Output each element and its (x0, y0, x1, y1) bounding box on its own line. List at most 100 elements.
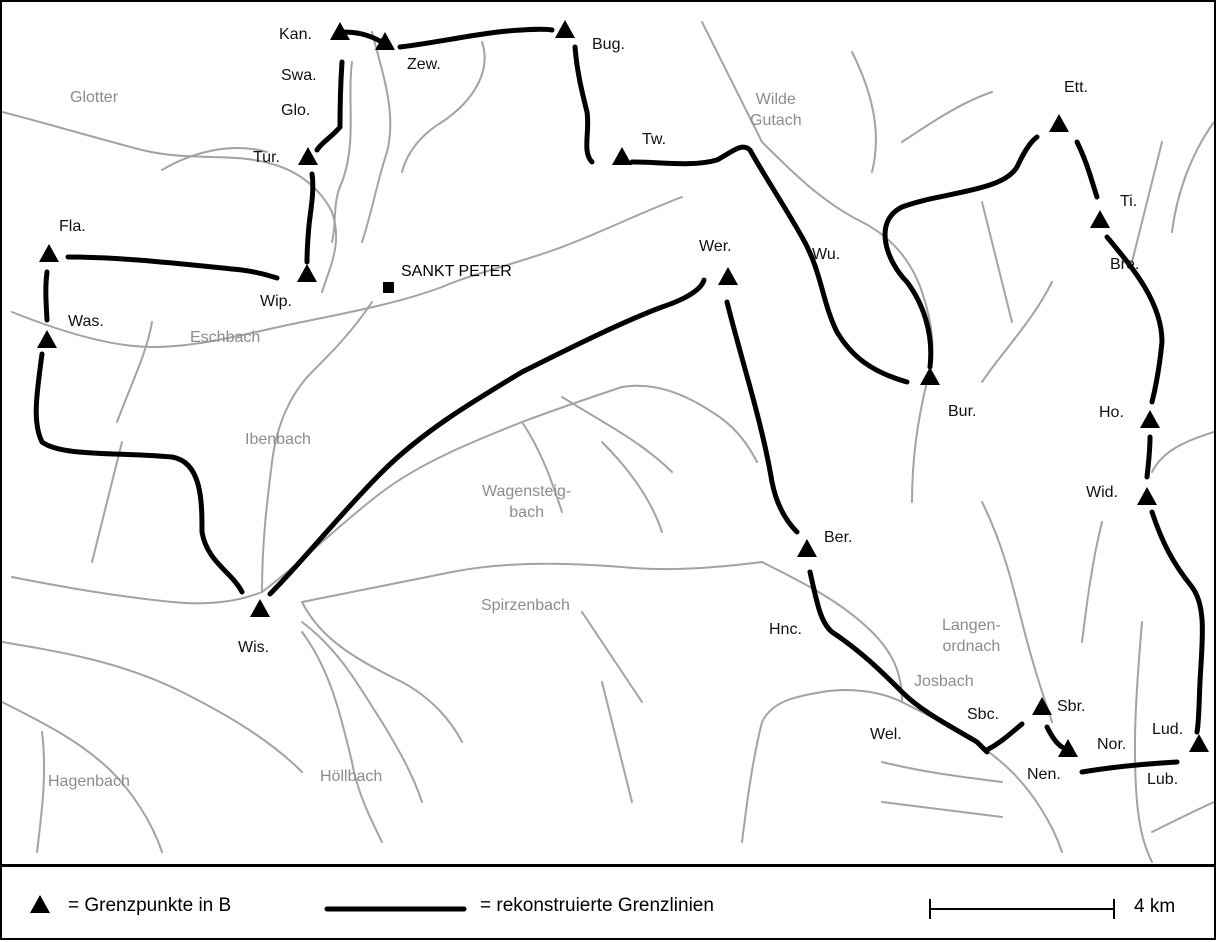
point-label-wel: Wel. (870, 726, 902, 743)
river-line (581, 611, 643, 703)
triangle-marker-wis (250, 599, 270, 617)
river-line (11, 246, 563, 348)
triangle-marker-bug (555, 20, 575, 38)
point-label-wer: Wer. (699, 238, 732, 255)
river-line (911, 381, 928, 503)
point-label-lub: Lub. (1147, 771, 1179, 788)
river-line (1171, 121, 1214, 233)
river-label-glotter: Glotter (70, 89, 119, 106)
boundary-line (304, 214, 313, 265)
river-line (261, 301, 373, 593)
river-label-hagenbach: Hagenbach (48, 773, 130, 790)
river-line (601, 441, 663, 533)
triangle-marker-wer (718, 267, 738, 285)
point-label-sbr: Sbr. (1057, 698, 1086, 715)
river-label-ibenbach: Ibenbach (245, 431, 311, 448)
triangle-marker-tw (612, 147, 632, 165)
boundary-line (1144, 434, 1153, 480)
boundary-line (267, 277, 707, 597)
river-line (901, 91, 993, 143)
boundary-line (1074, 139, 1100, 200)
river-line (161, 147, 268, 171)
river-label-josbach: Josbach (914, 673, 974, 690)
triangle-marker-ho (1140, 410, 1160, 428)
scale-text: 4 km (1134, 896, 1176, 917)
town-marker-square (383, 282, 394, 293)
legend-graphics (30, 895, 1115, 919)
river-line (561, 196, 683, 248)
river-line (741, 721, 763, 843)
triangle-marker-ett (1049, 114, 1069, 132)
point-label-kan: Kan. (279, 26, 312, 43)
river-line (701, 21, 763, 143)
boundary-line (1149, 509, 1205, 735)
river-line (301, 601, 463, 743)
legend: = Grenzpunkte in B = rekonstruierte Gren… (2, 864, 1216, 942)
river-line (981, 281, 1053, 383)
point-label-bre: Bre. (1110, 256, 1140, 273)
triangle-marker-was (37, 330, 57, 348)
triangle-marker-zew (375, 32, 395, 50)
point-label-ett: Ett. (1064, 79, 1089, 96)
point-label-was: Was. (68, 313, 104, 330)
boundary-line (339, 29, 385, 45)
point-label-wis: Wis. (238, 639, 270, 656)
river-line (261, 386, 623, 593)
legend-triangle-icon (30, 895, 50, 913)
river-line (981, 201, 1013, 323)
river-line (116, 321, 153, 423)
river-line (881, 761, 1003, 783)
point-label-nor: Nor. (1097, 736, 1127, 753)
river-line (2, 111, 333, 213)
river-line (761, 689, 903, 723)
point-label-wid: Wid. (1086, 484, 1118, 501)
river-line (1151, 801, 1214, 833)
triangle-marker-wid (1137, 487, 1157, 505)
river-line (761, 561, 903, 703)
boundary-line (397, 26, 555, 50)
point-label-glo: Glo. (281, 102, 311, 119)
river-line (521, 421, 563, 513)
boundary-line (65, 254, 280, 281)
triangle-marker-fla (39, 244, 59, 262)
boundary-line (314, 124, 343, 153)
river-line (761, 141, 923, 293)
river-line (361, 31, 392, 243)
boundary-lines (33, 26, 1205, 775)
boundary-line (307, 171, 316, 220)
point-label-ti: Ti. (1120, 193, 1138, 210)
boundary-line (1079, 759, 1180, 775)
river-line (881, 801, 1003, 818)
boundary-line (984, 721, 1025, 753)
boundary-line (33, 351, 245, 595)
river-line (601, 681, 633, 803)
river-line (401, 41, 486, 173)
river-line (621, 384, 758, 463)
river-line (301, 621, 423, 803)
river-line (1081, 521, 1103, 643)
river-line (2, 701, 163, 853)
triangle-marker-wip (297, 264, 317, 282)
legend-lines-text: = rekonstruierte Grenzlinien (480, 895, 714, 916)
river-line (851, 51, 877, 173)
triangle-marker-ber (797, 539, 817, 557)
point-label-hnc: Hnc. (769, 621, 802, 638)
boundary-line (337, 59, 345, 130)
river-label-hoellbach: Höllbach (320, 768, 383, 785)
boundary-line (1044, 724, 1065, 750)
town-label: SANKT PETER (401, 263, 512, 280)
river-network (2, 21, 1214, 863)
river-label-wagensteigbach: Wagensteig- bach (482, 483, 572, 521)
point-label-sbc: Sbc. (967, 706, 1000, 723)
triangle-marker-sbr (1032, 697, 1052, 715)
river-label-eschbach: Eschbach (190, 329, 261, 346)
point-label-tur: Tur. (253, 149, 280, 166)
river-line (301, 631, 383, 843)
river-line (2, 641, 303, 773)
point-label-fla: Fla. (59, 218, 86, 235)
river-line (331, 61, 353, 243)
map-canvas (2, 20, 1214, 863)
triangle-marker-tur (298, 147, 318, 165)
river-line (1133, 621, 1153, 863)
